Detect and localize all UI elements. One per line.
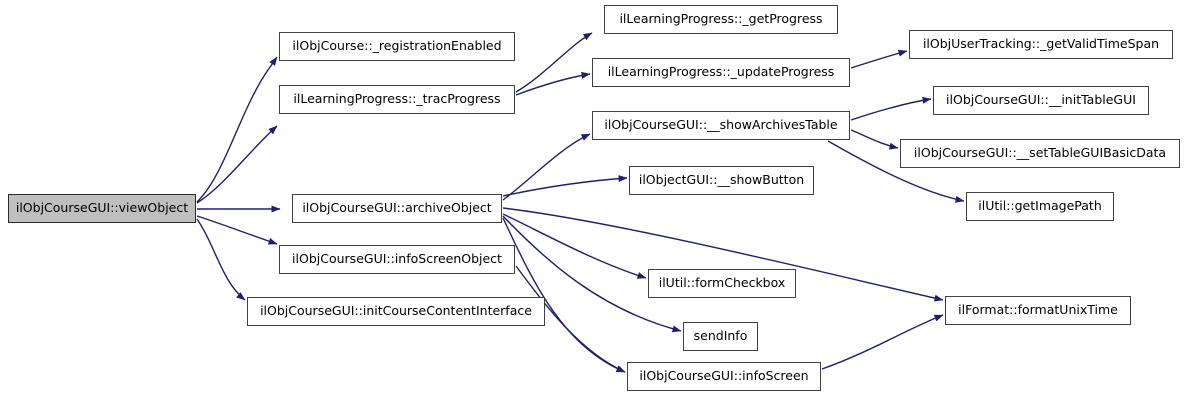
edge-archiveObject-to-showArchivesTable <box>502 133 591 201</box>
node-getProgress[interactable]: ilLearningProgress::_getProgress <box>604 5 838 34</box>
node-updateProgress[interactable]: ilLearningProgress::_updateProgress <box>592 58 850 87</box>
node-viewObject[interactable]: ilObjCourseGUI::viewObject <box>8 194 196 223</box>
node-archiveObject[interactable]: ilObjCourseGUI::archiveObject <box>292 194 502 223</box>
node-label-initCourseContentInterface: ilObjCourseGUI::initCourseContentInterfa… <box>260 303 532 319</box>
node-formCheckbox[interactable]: ilUtil::formCheckbox <box>648 269 796 298</box>
edge-infoScreen-to-formatUnixTime <box>821 314 944 370</box>
node-label-initTableGUI: ilObjCourseGUI::__initTableGUI <box>946 92 1136 108</box>
node-label-tracProgress: ilLearningProgress::_tracProgress <box>293 91 501 107</box>
node-label-getProgress: ilLearningProgress::_getProgress <box>619 11 823 27</box>
node-infoScreenObject[interactable]: ilObjCourseGUI::infoScreenObject <box>279 245 515 274</box>
edge-viewObject-to-registrationEnabled <box>196 56 278 203</box>
node-getImagePath[interactable]: ilUtil::getImagePath <box>966 192 1114 221</box>
edge-viewObject-to-tracProgress <box>196 125 278 204</box>
node-registrationEnabled[interactable]: ilObjCourse::_registrationEnabled <box>279 32 515 61</box>
node-infoScreen[interactable]: ilObjCourseGUI::infoScreen <box>627 362 821 391</box>
node-formatUnixTime[interactable]: ilFormat::formatUnixTime <box>945 296 1131 325</box>
node-label-getValidTimeSpan: ilObjUserTracking::_getValidTimeSpan <box>922 36 1160 52</box>
node-initCourseContentInterface[interactable]: ilObjCourseGUI::initCourseContentInterfa… <box>247 297 545 326</box>
node-initTableGUI[interactable]: ilObjCourseGUI::__initTableGUI <box>933 86 1149 115</box>
edge-viewObject-to-infoScreenObject <box>196 215 278 245</box>
edge-showArchivesTable-to-initTableGUI <box>850 96 932 121</box>
node-showButton[interactable]: ilObjectGUI::__showButton <box>629 166 814 195</box>
node-label-showArchivesTable: ilObjCourseGUI::__showArchivesTable <box>604 117 838 133</box>
node-label-formCheckbox: ilUtil::formCheckbox <box>658 275 786 291</box>
edge-showArchivesTable-to-setTableGUIBasicData <box>850 129 899 150</box>
node-label-viewObject: ilObjCourseGUI::viewObject <box>15 200 189 216</box>
node-label-setTableGUIBasicData: ilObjCourseGUI::__setTableGUIBasicData <box>913 145 1167 161</box>
edge-viewObject-to-initCourseContentInterface <box>196 218 246 301</box>
node-label-sendInfo: sendInfo <box>693 328 748 344</box>
edge-updateProgress-to-getValidTimeSpan <box>850 49 908 69</box>
node-label-getImagePath: ilUtil::getImagePath <box>978 198 1102 214</box>
node-label-infoScreenObject: ilObjCourseGUI::infoScreenObject <box>292 251 502 267</box>
node-label-updateProgress: ilLearningProgress::_updateProgress <box>607 64 835 80</box>
node-label-formatUnixTime: ilFormat::formatUnixTime <box>958 302 1118 318</box>
node-sendInfo[interactable]: sendInfo <box>683 322 758 351</box>
node-label-infoScreen: ilObjCourseGUI::infoScreen <box>639 368 809 384</box>
node-setTableGUIBasicData[interactable]: ilObjCourseGUI::__setTableGUIBasicData <box>900 139 1180 168</box>
node-label-archiveObject: ilObjCourseGUI::archiveObject <box>302 200 492 216</box>
edge-archiveObject-to-infoScreen <box>502 217 626 373</box>
edge-tracProgress-to-getProgress <box>515 32 593 93</box>
node-label-registrationEnabled: ilObjCourse::_registrationEnabled <box>292 38 502 54</box>
node-tracProgress[interactable]: ilLearningProgress::_tracProgress <box>279 85 515 114</box>
edge-archiveObject-to-formCheckbox <box>502 213 647 279</box>
node-label-showButton: ilObjectGUI::__showButton <box>638 172 805 188</box>
node-getValidTimeSpan[interactable]: ilObjUserTracking::_getValidTimeSpan <box>909 30 1173 59</box>
edge-archiveObject-to-showButton <box>502 175 628 197</box>
node-showArchivesTable[interactable]: ilObjCourseGUI::__showArchivesTable <box>592 111 850 140</box>
edge-tracProgress-to-updateProgress <box>515 71 591 96</box>
